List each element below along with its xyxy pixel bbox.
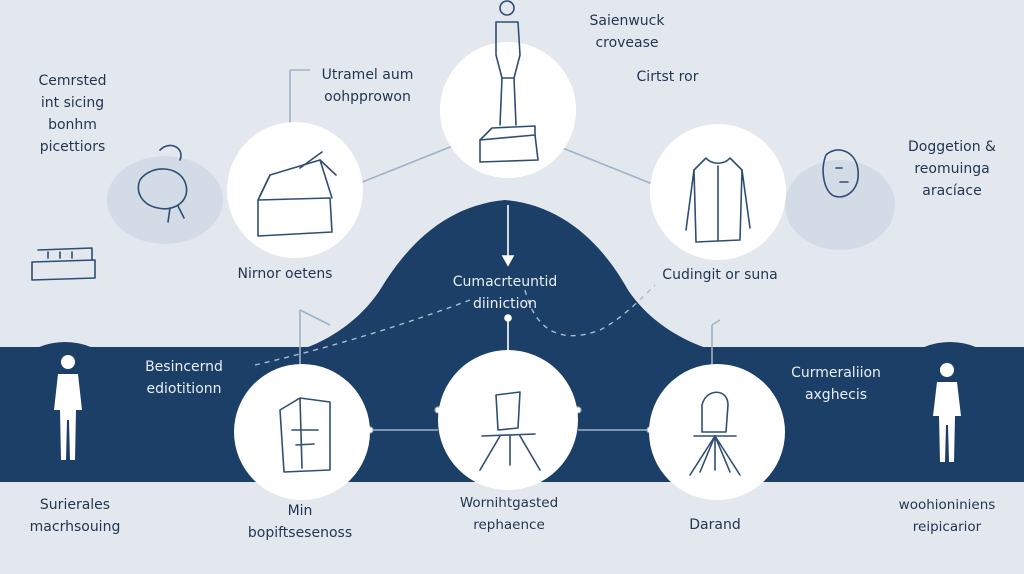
label-far-right-top: Doggetion & reomuinga aracíace bbox=[908, 139, 996, 199]
right-soft-blob bbox=[785, 160, 895, 250]
face-doodle-icon bbox=[822, 149, 859, 198]
node-left-upper bbox=[227, 122, 363, 258]
label-top-right: Cirtst ror bbox=[636, 69, 699, 85]
node-bottom-left bbox=[234, 364, 370, 500]
label-mid-right: Cudingit or suna bbox=[662, 267, 778, 283]
sculpture-stand-icon bbox=[689, 391, 741, 476]
label-bottom-far-right: woohioniniens reipicarior bbox=[898, 497, 996, 535]
label-bottom-right: Darand bbox=[689, 517, 741, 533]
left-soft-blob bbox=[107, 156, 223, 244]
box-icon bbox=[257, 151, 337, 237]
label-center-dark: Cumacrteuntid diiniction bbox=[452, 274, 558, 312]
person-silhouette-icon bbox=[54, 355, 82, 460]
wardrobe-icon bbox=[279, 397, 331, 473]
center-arrows bbox=[501, 205, 515, 355]
navy-hump bbox=[300, 200, 712, 350]
label-bottom-far-left: Surierales macrhsouing bbox=[29, 497, 121, 535]
jacket-icon bbox=[685, 157, 751, 243]
label-band-left: Besincernd ediotitionn bbox=[145, 359, 223, 397]
label-top-center-left: Utramel aum oohpprowon bbox=[321, 67, 414, 105]
node-bottom-center bbox=[438, 350, 578, 490]
dashed-links bbox=[254, 284, 656, 366]
label-top-left-block: Cemrsted int sicing bonhm picettiors bbox=[38, 73, 107, 155]
white-nodes bbox=[227, 42, 786, 500]
sewing-machine-icon bbox=[31, 247, 96, 281]
chair-icon bbox=[479, 391, 541, 471]
label-top-right-small: Saienwuck crovease bbox=[589, 13, 665, 51]
connector-lines bbox=[289, 69, 721, 431]
node-top-center bbox=[440, 42, 576, 178]
mannequin-on-pedestal-icon bbox=[479, 0, 539, 163]
label-mid-left: Nirnor oetens bbox=[237, 266, 333, 282]
doodle-figure-icon bbox=[137, 144, 188, 223]
label-band-right: Curmeraliion axghecis bbox=[791, 365, 881, 403]
label-bottom-left: Min bopiftsesenoss bbox=[247, 503, 353, 541]
person-silhouette-icon bbox=[933, 363, 961, 462]
label-bottom-center: Wornihtgasted rephaence bbox=[459, 495, 559, 533]
